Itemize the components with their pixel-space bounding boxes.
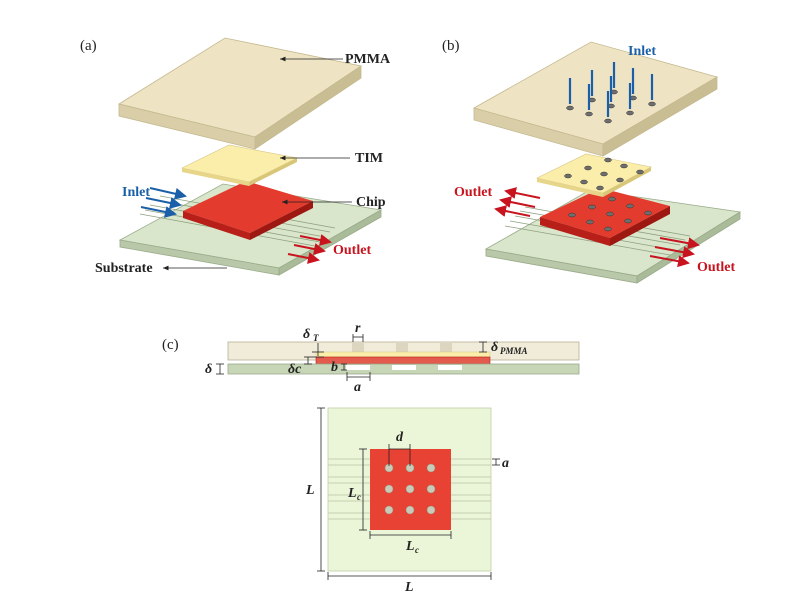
panel-c-tag: (c) [162,337,179,353]
top-view: d a L L c L c [305,407,509,595]
tim-layer-a [181,144,298,186]
label-chip: Chip [356,195,386,210]
dim-L-side: L [305,483,315,498]
outlet-arrows-a [287,234,332,264]
label-tim: TIM [355,151,383,166]
outlet-arrows-b-left [494,187,541,217]
pmma-plate-a [117,37,363,150]
pmma-plate-b [472,41,719,157]
dim-d: d [396,430,404,445]
panel-c: (c) δ T [162,321,580,595]
label-outlet-a: Outlet [333,243,371,258]
chip-block-a [183,181,313,240]
dim-delta-pmma-sub: PMMA [500,346,528,356]
dim-a-top: a [502,456,509,471]
label-outlet-b-right: Outlet [697,260,735,275]
dim-delta: δ [205,362,212,377]
dim-a-section: a [354,380,361,395]
dim-L-bottom: L [404,580,414,595]
inlet-jets-b [566,62,656,124]
outlet-arrows-b-right [649,237,700,268]
panel-a: (a) [80,37,391,276]
dim-Lc-side-sub: c [357,492,361,502]
panel-b-tag: (b) [442,38,460,54]
inlet-arrows-a [140,187,187,218]
dim-r: r [355,321,361,336]
cross-section: δ T r δ PMMA δ δc b [205,321,580,395]
dim-delta-t-sub: T [313,333,319,343]
dim-delta-pmma: δ [491,340,498,355]
label-inlet-a: Inlet [122,185,150,200]
panel-a-tag: (a) [80,38,97,54]
label-substrate: Substrate [95,261,153,276]
dim-delta-t: δ [303,327,310,342]
dim-Lc-side: L [347,486,357,501]
label-inlet-b: Inlet [628,44,656,59]
dim-b: b [331,360,338,375]
tim-layer-b [536,153,652,197]
dim-Lc-bottom-sub: c [415,545,419,555]
panel-b: (b) [442,38,742,284]
chip-holes-b [564,157,652,232]
chip-block-b [540,188,670,246]
dim-delta-c: δc [288,362,302,377]
dim-Lc-bottom: L [405,539,415,554]
label-outlet-b-left: Outlet [454,185,492,200]
label-pmma: PMMA [345,52,391,67]
